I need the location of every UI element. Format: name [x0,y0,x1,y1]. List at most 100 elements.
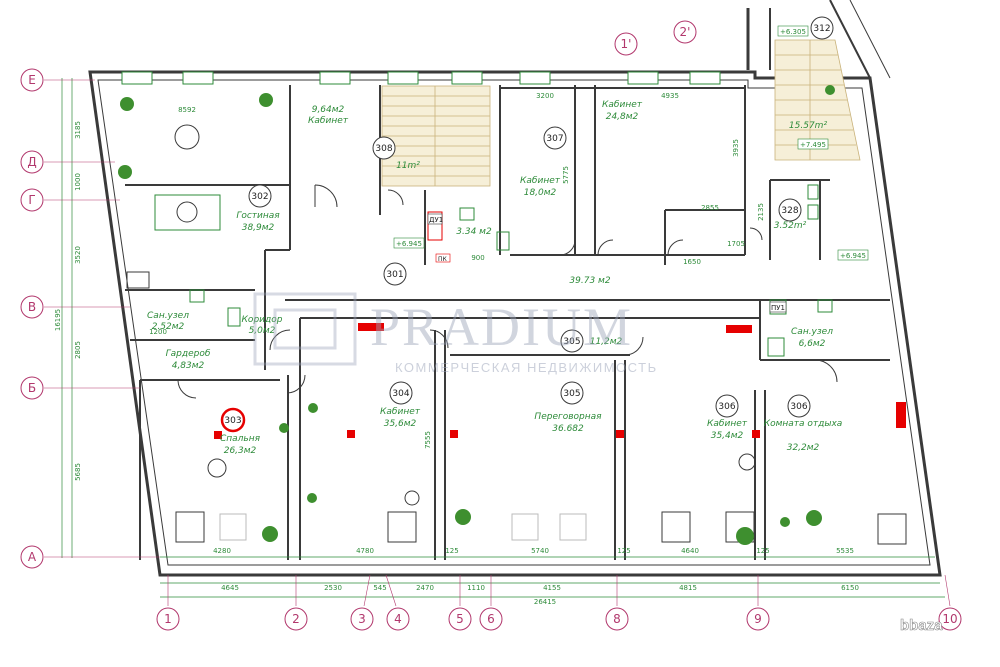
room-area-301: 39.73 м2 [569,276,610,286]
room-name-306a: Кабинет [707,419,748,429]
room-number-301: 301 [386,270,403,280]
room-name-303: Спальня [220,434,261,444]
axis-number-labels: 1 2 3 4 5 6 8 9 10 1' 2' [164,25,957,626]
axis-label-5: 5 [456,612,464,626]
red-markers [214,323,906,439]
room-area-307b: 24,8м2 [606,112,639,122]
room-area-wardrobe: 4,83м2 [172,361,205,371]
room-area-306b: 32,2м2 [787,443,820,453]
room-number-308: 308 [375,144,392,154]
axis-label-e: Е [28,73,36,87]
dim-1650: 1650 [683,258,701,266]
hl-8592: 8592 [178,106,196,114]
elevation-4: +7.495 [800,141,826,149]
room-name-302b: Кабинет [308,116,349,126]
dim-900: 900 [471,254,484,262]
axis-bubbles [20,20,962,631]
doors [177,184,838,399]
dim-4935: 4935 [661,92,679,100]
site-badge-text: bbaza [900,617,943,634]
outer-walls [88,0,942,577]
label-du1: ДУ1 [429,216,443,224]
axis-label-v: В [28,300,36,314]
axis-label-1-prime: 1' [621,37,632,51]
dim-inner-5740: 5740 [531,547,549,555]
axis-label-d: Д [27,155,36,169]
dim-left-3185: 3185 [74,121,82,139]
axis-label-1: 1 [164,612,172,626]
axis-label-9: 9 [754,612,762,626]
dim-inner-125c: 125 [756,547,769,555]
room-name-san2: Сан.узел [791,327,833,337]
room-area-san1: 2.52м2 [152,322,185,332]
axis-label-6: 6 [487,612,495,626]
dim-left-5685: 5685 [74,463,82,481]
dim-inner-125b: 125 [617,547,630,555]
elevation-2: +6.945 [840,252,866,260]
room-area-307: 18,0м2 [524,188,557,198]
dim-1705: 1705 [727,240,745,248]
room-number-306b: 306 [790,402,807,412]
dim-left-2805: 2805 [74,341,82,359]
dim-7555: 7555 [424,431,432,449]
window-niches-bottom [175,511,907,545]
plants [118,85,835,545]
room-area-san2: 6,6м2 [799,339,826,349]
dim-inner-5535: 5535 [836,547,854,555]
axis-label-10: 10 [942,612,957,626]
axis-label-g: Г [28,193,35,207]
room-numbers: 302 308 307 312 328 301 304 305 305 306 … [224,24,830,426]
dim-left-1000: 1000 [74,173,82,191]
room-number-312: 312 [813,24,830,34]
room-number-305b: 305 [563,389,580,399]
dim-left-3520: 3520 [74,246,82,264]
dim-2855: 2855 [701,204,719,212]
dim-inner-4280: 4280 [213,547,231,555]
room-number-303: 303 [224,416,241,426]
axis-label-3: 3 [358,612,366,626]
watermark: PRADIUM КОММЕРЧЕСКАЯ НЕДВИЖИМОСТЬ [253,292,656,375]
room-area-corridor: 5,0м2 [249,326,276,336]
grid-axis-lines [44,79,951,607]
room-area-305b: 36.682 [552,424,584,434]
room-area-303: 26,3м2 [224,446,257,456]
dim-2135: 2135 [757,203,765,221]
room-number-302: 302 [251,192,268,202]
dim-3200: 3200 [536,92,554,100]
room-area-308: 11m² [396,161,420,171]
room-area-304: 35,6м2 [384,419,417,429]
dim-1200: 1200 [149,328,167,336]
room-number-328: 328 [781,206,798,216]
axis-letter-labels: Е Д Г В Б А [27,73,37,564]
axis-label-2-prime: 2' [680,25,691,39]
elevation-1: +6.945 [396,240,422,248]
room-area-302b: 9,64м2 [312,105,345,115]
room-name-wardrobe: Гардероб [166,349,211,359]
dim-total: 26415 [534,598,556,606]
room-number-307: 307 [546,134,563,144]
axis-label-4: 4 [394,612,402,626]
dim-inner-125a: 125 [445,547,458,555]
axis-label-b: Б [28,381,36,395]
room-name-304: Кабинет [380,407,421,417]
label-pk: ПК [438,256,448,263]
room-area-312: 15.57m² [789,121,828,131]
room-name-302: Гостиная [236,211,280,221]
dim-4815: 4815 [679,584,697,592]
staircase-308 [381,85,491,187]
axis-label-2: 2 [292,612,300,626]
dim-1110: 1110 [467,584,485,592]
elevation-3: +6.305 [780,28,806,36]
dim-5775: 5775 [562,166,570,184]
axis-label-8: 8 [613,612,621,626]
room-name-corridor: Коридор [242,315,283,325]
windows-top [121,71,721,85]
room-area-302: 38,9м2 [242,223,275,233]
dim-4645: 4645 [221,584,239,592]
room-area-wc1: 3.34 м2 [456,227,492,237]
room-number-circles [220,16,834,433]
dim-2530: 2530 [324,584,342,592]
room-area-328: 3.52m² [774,221,807,231]
room-area-306a: 35,4м2 [711,431,744,441]
